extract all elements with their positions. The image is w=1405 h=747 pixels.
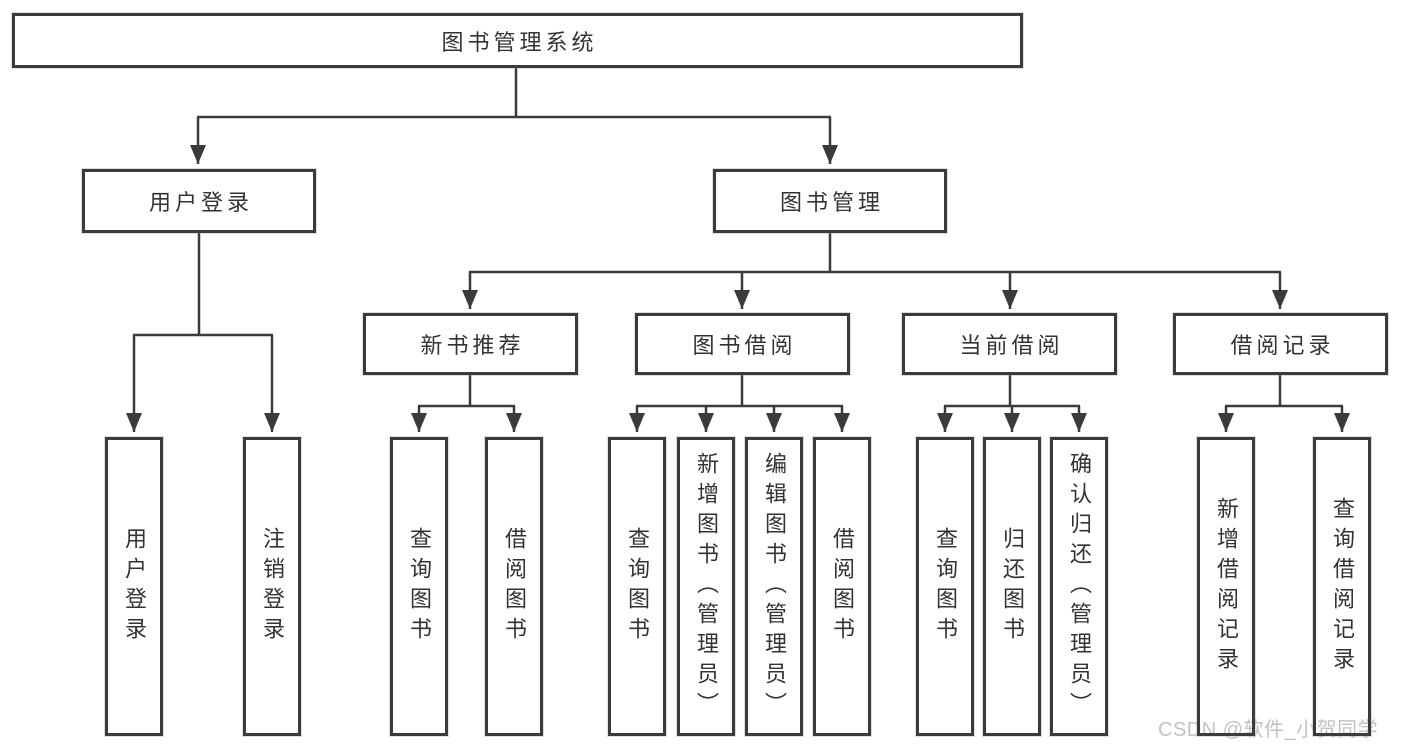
leaf-query-books-recommend: 查询图书 [390,437,448,736]
leaf-add-borrow-record: 新增借阅记录 [1197,437,1255,736]
csdn-watermark: CSDN @软件_小贺同学 [1158,719,1379,741]
leaf-confirm-return-admin: 确认归还（管理员） [1050,437,1108,736]
leaf-query-books-borrow: 查询图书 [608,437,666,736]
leaf-query-books-current-label: 查询图书 [933,526,958,647]
leaf-add-books-admin: 新增图书（管理员） [677,437,735,736]
leaf-logout-label: 注销登录 [260,526,285,647]
node-book-borrowing: 图书借阅 [635,313,850,375]
leaf-return-books: 归还图书 [983,437,1041,736]
leaf-edit-books-admin-label: 编辑图书（管理员） [762,451,787,722]
leaf-borrow-books-recommend: 借阅图书 [485,437,543,736]
leaf-add-borrow-record-label: 新增借阅记录 [1214,496,1239,677]
leaf-query-borrow-record: 查询借阅记录 [1313,437,1371,736]
leaf-edit-books-admin: 编辑图书（管理员） [745,437,803,736]
leaf-user-login-label: 用户登录 [122,526,147,647]
node-user-login: 用户登录 [82,169,316,233]
node-new-book-recommendation: 新书推荐 [363,313,578,375]
leaf-query-books-borrow-label: 查询图书 [625,526,650,647]
leaf-query-books-recommend-label: 查询图书 [407,526,432,647]
node-borrowing-records: 借阅记录 [1173,313,1388,375]
leaf-logout: 注销登录 [243,437,301,736]
leaf-confirm-return-admin-label: 确认归还（管理员） [1067,451,1092,722]
leaf-borrow-books-label: 借阅图书 [830,526,855,647]
leaf-query-books-current: 查询图书 [916,437,974,736]
node-library-management-system: 图书管理系统 [12,13,1023,68]
node-book-management: 图书管理 [713,169,947,233]
leaf-borrow-books: 借阅图书 [813,437,871,736]
leaf-return-books-label: 归还图书 [1000,526,1025,647]
leaf-borrow-books-recommend-label: 借阅图书 [502,526,527,647]
leaf-add-books-admin-label: 新增图书（管理员） [694,451,719,722]
leaf-user-login: 用户登录 [105,437,163,736]
leaf-query-borrow-record-label: 查询借阅记录 [1330,496,1355,677]
node-current-borrowing: 当前借阅 [902,313,1117,375]
